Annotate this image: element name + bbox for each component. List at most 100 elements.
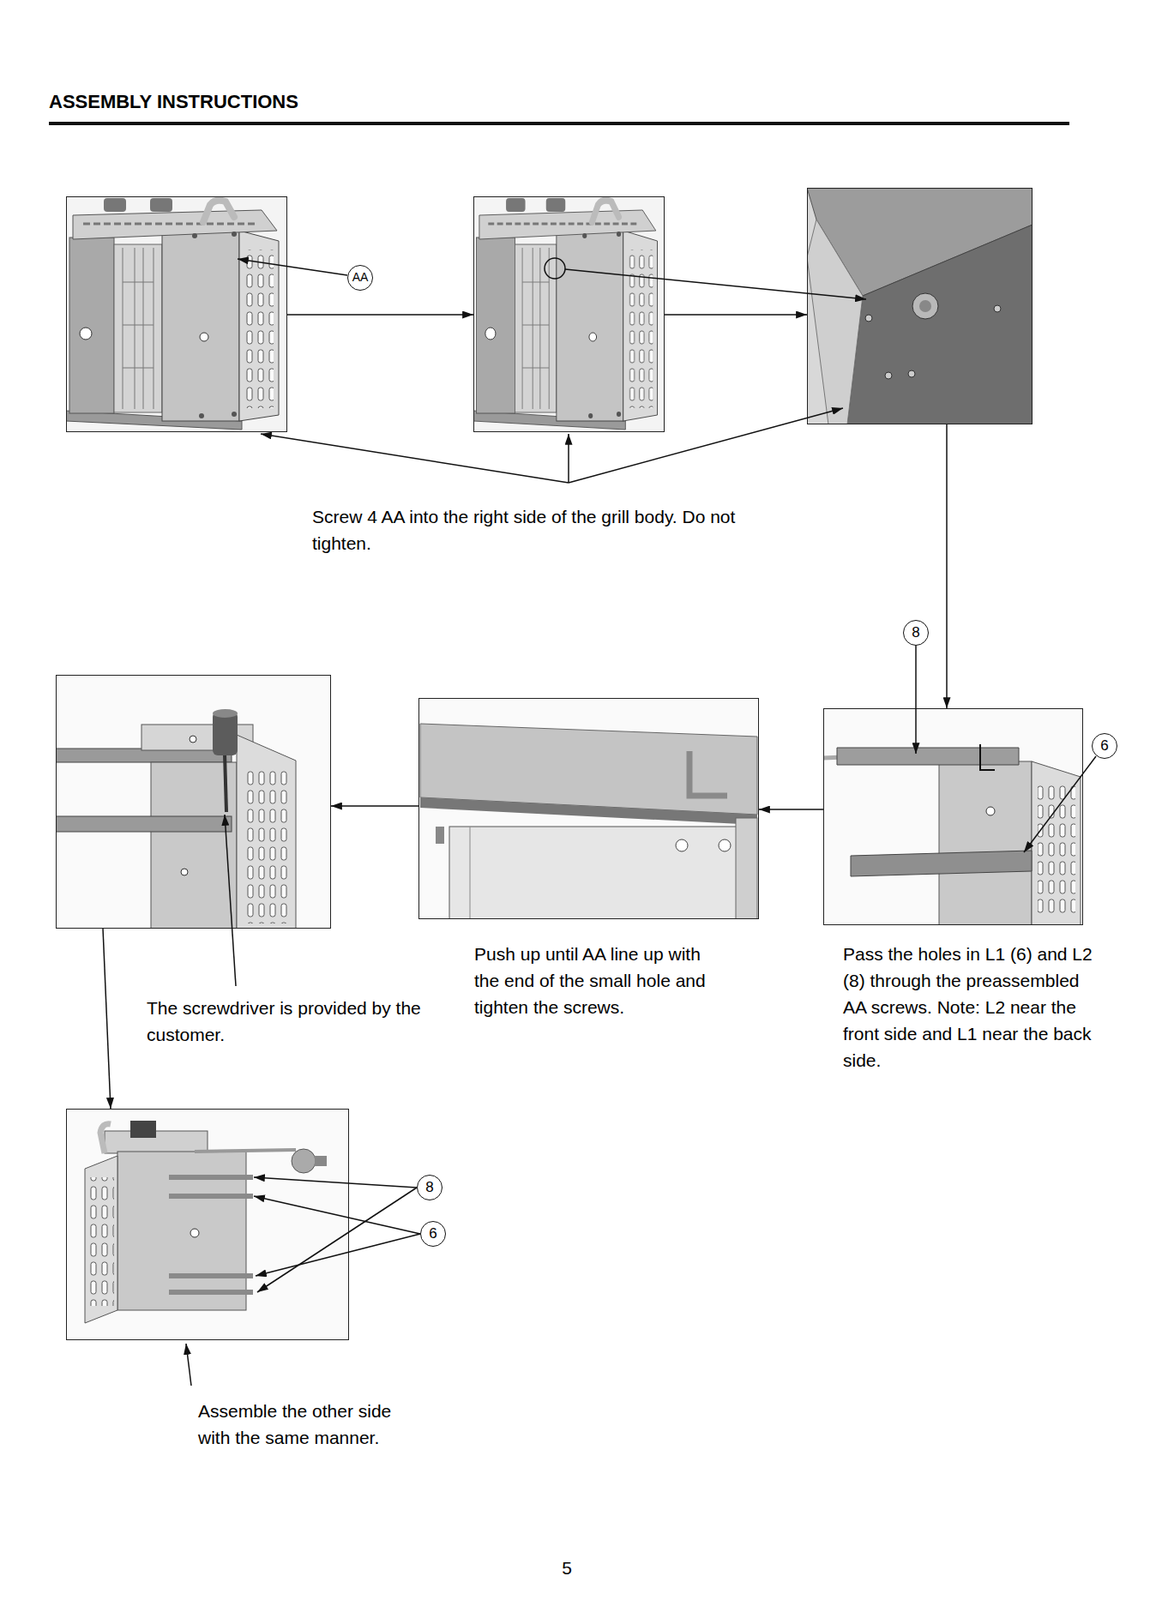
grill-top-view (100, 1124, 111, 1154)
leader-line (253, 1177, 417, 1188)
closeup-view (806, 219, 863, 425)
grill-side-view (473, 196, 665, 433)
grill-top-view (314, 1155, 327, 1167)
screwdriver-view (55, 674, 332, 929)
step-panel (473, 196, 665, 433)
leader-line (253, 1196, 421, 1235)
closeup-view (885, 372, 892, 380)
callout-number: 8 (903, 620, 929, 646)
grill-side-view (66, 196, 288, 433)
note-text: Screw 4 AA into the right side of the gr… (312, 503, 783, 557)
step-arrow (945, 424, 948, 709)
grill-top-view (190, 1228, 199, 1238)
screwdriver-view (180, 868, 188, 876)
rod-closeup (689, 751, 728, 796)
leader-line (257, 1187, 417, 1293)
screwdriver-view (55, 674, 332, 929)
rods-view (1037, 785, 1076, 915)
callout-number: 6 (420, 1221, 446, 1247)
step-arrow (331, 805, 419, 807)
callout-number: 6 (1091, 733, 1118, 759)
rods-view (850, 850, 1032, 877)
screwdriver-view (212, 709, 238, 718)
leader-line (237, 258, 348, 276)
note-text: 5 (549, 1554, 584, 1582)
step-arrow (287, 313, 474, 316)
closeup-view (865, 314, 873, 322)
grill-side-view (473, 196, 665, 433)
grill-top-view (291, 1149, 316, 1174)
leader-line (255, 1234, 421, 1277)
rod-closeup (675, 839, 688, 852)
screwdriver-view (55, 816, 232, 832)
rod-closeup (469, 826, 471, 920)
step-panel: Pass the holes in L1 (6) and L2 (8) thro… (823, 708, 1084, 926)
grill-top-view (66, 1108, 350, 1341)
closeup-view (806, 187, 1033, 425)
grill-top-view (194, 1149, 296, 1152)
rods-view (980, 744, 995, 771)
closeup-view (993, 305, 1001, 313)
screwdriver-view (150, 762, 237, 929)
screwdriver-view (55, 674, 332, 929)
callout-number: AA (347, 264, 374, 291)
leader-line (186, 1343, 192, 1386)
step-panel: The screwdriver is provided by the custo… (55, 674, 332, 929)
title-rule (48, 121, 1070, 126)
rods-view (836, 747, 1019, 765)
rods-view (823, 708, 1084, 926)
closeup-view (919, 300, 932, 313)
rods-view (823, 708, 1084, 926)
step-arrow (758, 808, 824, 811)
grill-top-view (90, 1177, 115, 1307)
closeup-view (847, 224, 1033, 425)
rod-closeup (418, 698, 759, 920)
step-panel (66, 196, 288, 433)
step-caption: The screwdriver is provided by the custo… (146, 994, 430, 1048)
rod-closeup (418, 698, 759, 920)
rod-closeup (735, 818, 758, 920)
grill-side-view (66, 196, 288, 433)
closeup-view (908, 370, 916, 378)
leader-line (544, 258, 566, 279)
leader-line (224, 814, 236, 987)
grill-top-view (168, 1177, 253, 1293)
step-panel (806, 187, 1033, 425)
leader-line (567, 433, 570, 483)
grill-top-view (84, 1155, 118, 1324)
step-caption: Pass the holes in L1 (6) and L2 (8) thro… (842, 940, 1103, 1074)
closeup-view (912, 293, 939, 320)
leader-line (186, 258, 1096, 1386)
rod-closeup (435, 826, 445, 844)
grill-top-view (66, 1108, 350, 1341)
step-panel: Assemble the other side with the same ma… (66, 1108, 350, 1341)
step-caption: Push up until AA line up with the end of… (474, 940, 717, 1021)
page-title: ASSEMBLY INSTRUCTIONS (48, 90, 299, 114)
leader-line (260, 433, 569, 483)
screwdriver-view (236, 734, 296, 929)
rods-view (986, 806, 995, 816)
screwdriver-view (224, 753, 227, 813)
callout-number: 8 (416, 1174, 443, 1201)
screwdriver-view (189, 735, 197, 743)
rods-view (823, 708, 1084, 926)
step-caption: Assemble the other side with the same ma… (198, 1397, 401, 1451)
grill-top-view (130, 1120, 157, 1138)
rod-closeup (718, 839, 731, 852)
connector-group (102, 314, 947, 1109)
leader-line (565, 269, 867, 300)
rod-closeup (449, 826, 741, 920)
rod-closeup (418, 698, 759, 920)
leader-line (915, 645, 917, 754)
screwdriver-view (242, 769, 291, 924)
rods-view (939, 761, 1032, 926)
screwdriver-view (212, 711, 238, 756)
leader-line (568, 408, 843, 483)
rod-closeup (420, 797, 758, 825)
rods-view (1031, 761, 1081, 926)
leader-line (1023, 756, 1096, 853)
step-arrow (102, 928, 111, 1109)
step-arrow (664, 313, 807, 316)
